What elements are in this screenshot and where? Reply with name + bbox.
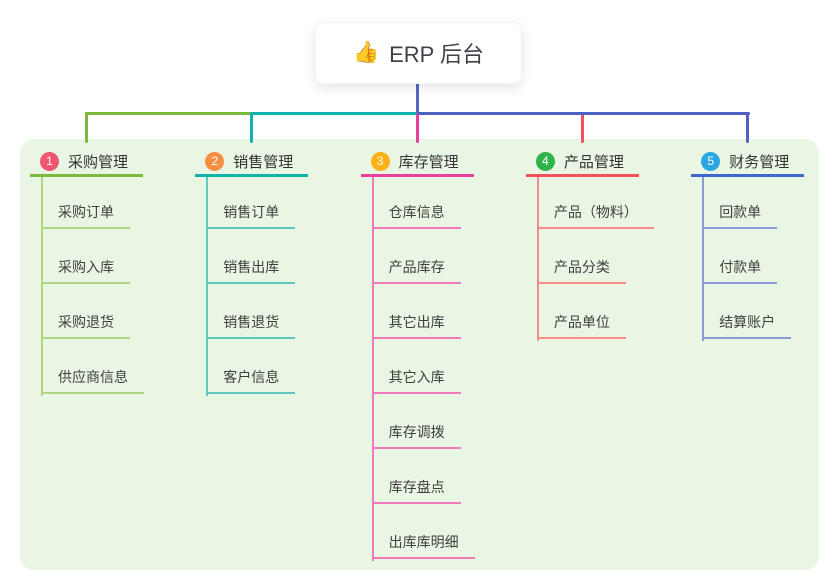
branch-items: 采购订单采购入库采购退货供应商信息 bbox=[41, 177, 144, 394]
branch-items: 回款单付款单结算账户 bbox=[702, 177, 792, 339]
branch-connector-line bbox=[371, 177, 374, 561]
leaf-node[interactable]: 结算账户 bbox=[702, 284, 792, 339]
branch-connector-line bbox=[702, 177, 705, 341]
leaf-node[interactable]: 客户信息 bbox=[206, 339, 296, 394]
branch-label: 库存管理 bbox=[398, 153, 459, 171]
branch-node[interactable]: 1 采购管理 采购订单采购入库采购退货供应商信息 bbox=[30, 148, 144, 396]
connector-vertical bbox=[250, 112, 254, 143]
root-title: ERP 后台 bbox=[389, 42, 485, 67]
branch-title[interactable]: 2 销售管理 bbox=[195, 148, 309, 177]
thumbs-up-icon: 👍 bbox=[352, 41, 380, 64]
leaf-node[interactable]: 采购入库 bbox=[41, 229, 130, 284]
branch-number-badge: 5 bbox=[701, 151, 721, 171]
branch-title[interactable]: 4 产品管理 bbox=[525, 148, 639, 177]
leaf-node[interactable]: 产品库存 bbox=[371, 229, 461, 284]
connector-vertical bbox=[85, 112, 88, 143]
branch-items: 仓库信息产品库存其它出库其它入库库存调拨库存盘点出库库明细 bbox=[371, 177, 475, 559]
branch-node[interactable]: 3 库存管理 仓库信息产品库存其它出库其它入库库存调拨库存盘点出库库明细 bbox=[360, 148, 475, 561]
branch-number-badge: 4 bbox=[535, 151, 555, 171]
connector-vertical bbox=[746, 112, 750, 143]
branch-title[interactable]: 3 库存管理 bbox=[360, 148, 474, 177]
leaf-node[interactable]: 销售订单 bbox=[206, 177, 296, 229]
branch-connector-line bbox=[206, 177, 209, 396]
branch-number-badge: 2 bbox=[205, 151, 225, 171]
leaf-node[interactable]: 产品（物料） bbox=[536, 177, 654, 229]
leaf-node[interactable]: 销售出库 bbox=[206, 229, 296, 284]
connector-horizontal bbox=[251, 112, 420, 115]
branch-label: 产品管理 bbox=[563, 153, 624, 171]
leaf-node[interactable]: 采购退货 bbox=[41, 284, 130, 339]
branch-items: 产品（物料）产品分类产品单位 bbox=[536, 177, 654, 339]
leaf-node[interactable]: 产品分类 bbox=[536, 229, 626, 284]
leaf-node[interactable]: 回款单 bbox=[702, 177, 778, 229]
branch-label: 财务管理 bbox=[729, 153, 790, 171]
branches-panel bbox=[20, 139, 819, 570]
root-trunk-connector bbox=[416, 83, 419, 113]
branch-node[interactable]: 4 产品管理 产品（物料）产品分类产品单位 bbox=[525, 148, 654, 341]
leaf-node[interactable]: 仓库信息 bbox=[371, 177, 461, 229]
leaf-node[interactable]: 采购订单 bbox=[41, 177, 130, 229]
branch-number-badge: 1 bbox=[40, 151, 59, 171]
branch-title[interactable]: 5 财务管理 bbox=[691, 148, 805, 177]
leaf-node[interactable]: 供应商信息 bbox=[41, 339, 144, 394]
leaf-node[interactable]: 付款单 bbox=[702, 229, 778, 284]
leaf-node[interactable]: 库存调拨 bbox=[371, 394, 461, 449]
branch-label: 采购管理 bbox=[68, 153, 129, 171]
leaf-node[interactable]: 库存盘点 bbox=[371, 449, 461, 504]
connector-horizontal bbox=[417, 112, 751, 115]
branch-connector-line bbox=[41, 177, 43, 396]
connector-vertical bbox=[580, 112, 584, 143]
branch-title[interactable]: 1 采购管理 bbox=[30, 148, 143, 177]
connector-vertical bbox=[415, 112, 419, 143]
leaf-node[interactable]: 其它入库 bbox=[371, 339, 461, 394]
leaf-node[interactable]: 销售退货 bbox=[206, 284, 296, 339]
branch-items: 销售订单销售出库销售退货客户信息 bbox=[206, 177, 296, 394]
leaf-node[interactable]: 其它出库 bbox=[371, 284, 461, 339]
branch-node[interactable]: 2 销售管理 销售订单销售出库销售退货客户信息 bbox=[195, 148, 309, 396]
root-node[interactable]: 👍 ERP 后台 bbox=[315, 22, 522, 84]
branch-node[interactable]: 5 财务管理 回款单付款单结算账户 bbox=[691, 148, 805, 341]
branch-connector-line bbox=[536, 177, 539, 341]
leaf-node[interactable]: 产品单位 bbox=[536, 284, 626, 339]
branch-number-badge: 3 bbox=[370, 151, 390, 171]
branch-label: 销售管理 bbox=[233, 153, 294, 171]
leaf-node[interactable]: 出库库明细 bbox=[371, 504, 475, 559]
